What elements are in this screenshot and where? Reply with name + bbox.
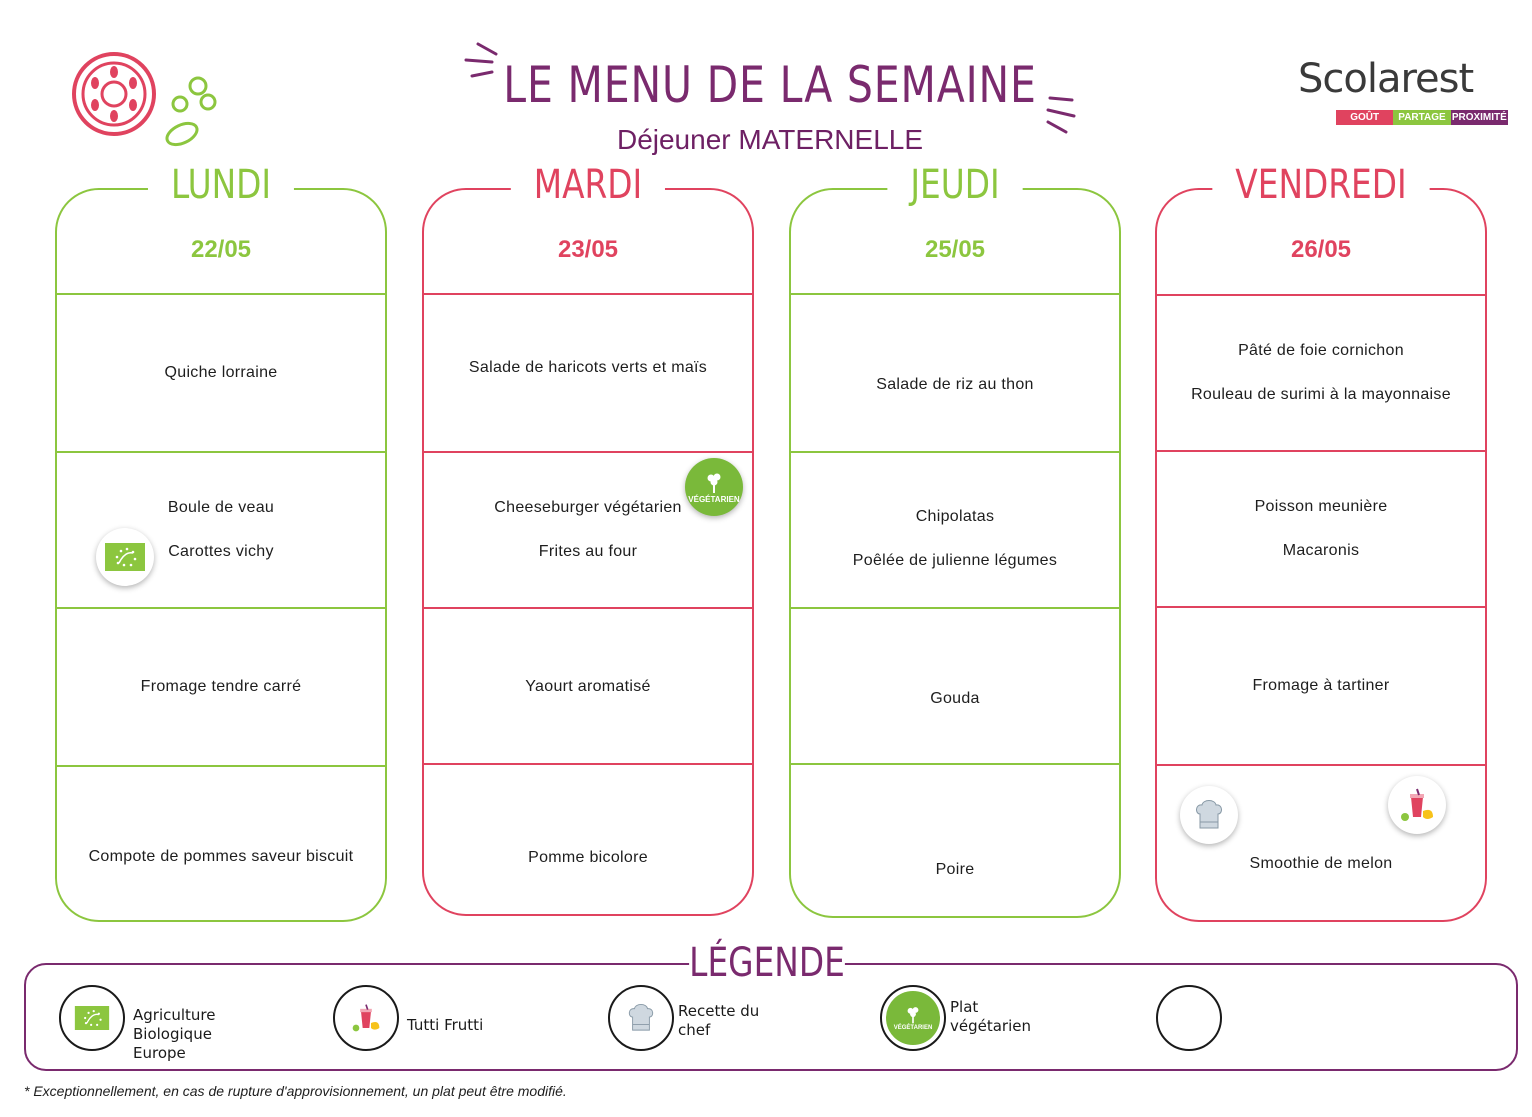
day-column-mardi: MARDI 23/05 Salade de haricots verts et … bbox=[422, 162, 754, 916]
dish: Fromage tendre carré bbox=[140, 678, 302, 695]
dish: Frites au four bbox=[538, 543, 638, 560]
course-starter: Salade de riz au thon bbox=[791, 295, 1119, 451]
chef-hat-icon bbox=[628, 1004, 654, 1031]
page-subtitle: Déjeuner MATERNELLE bbox=[616, 124, 924, 155]
course-main: Chipolatas Poêlée de julienne légumes bbox=[791, 453, 1119, 607]
dish: Chipolatas bbox=[915, 508, 995, 525]
course-main: Poisson meunière Macaronis bbox=[1157, 452, 1485, 606]
course-dessert: Compote de pommes saveur biscuit bbox=[57, 767, 385, 947]
organic-badge bbox=[96, 528, 154, 586]
vegetarian-badge-label: VÉGÉTARIEN bbox=[688, 494, 740, 504]
legend-vegetarian-icon: VÉGÉTARIEN bbox=[880, 985, 946, 1051]
legend-vegetarian-label: Plat végétarien bbox=[950, 998, 1031, 1035]
tutti-frutti-badge bbox=[1388, 776, 1446, 834]
day-name: LUNDI bbox=[147, 162, 295, 208]
dish: Quiche lorraine bbox=[164, 364, 278, 381]
dish: Pomme bicolore bbox=[528, 849, 648, 866]
legend-tutti-frutti-icon bbox=[333, 985, 399, 1051]
tagline-proximity: PROXIMITÉ bbox=[1450, 110, 1508, 125]
dish: Rouleau de surimi à la mayonnaise bbox=[1191, 386, 1451, 403]
course-main: Cheeseburger végétarien Frites au four bbox=[424, 453, 752, 607]
course-cheese: Gouda bbox=[791, 609, 1119, 765]
course-starter: Quiche lorraine bbox=[57, 295, 385, 451]
course-dairy: Yaourt aromatisé bbox=[424, 609, 752, 765]
dish: Boule de veau bbox=[167, 499, 275, 516]
organic-leaf-icon bbox=[105, 543, 145, 571]
title-accent-right bbox=[1046, 96, 1076, 134]
legend-organic-icon bbox=[59, 985, 125, 1051]
tomato-slice-icon bbox=[72, 52, 217, 147]
course-starter: Salade de haricots verts et maïs bbox=[424, 295, 752, 451]
page-title: LE MENU DE LA SEMAINE bbox=[503, 56, 1037, 114]
legend-chef-label: Recette du chef bbox=[678, 1002, 760, 1039]
course-cheese: Fromage à tartiner bbox=[1157, 608, 1485, 764]
course-starter: Pâté de foie cornichon Rouleau de surimi… bbox=[1157, 296, 1485, 450]
chef-hat-icon bbox=[1196, 800, 1222, 829]
dish: Poire bbox=[935, 861, 975, 878]
day-date: 23/05 bbox=[557, 236, 619, 263]
day-date: 26/05 bbox=[1290, 236, 1352, 263]
footnote: * Exceptionnellement, en cas de rupture … bbox=[24, 1083, 567, 1099]
dish: Gouda bbox=[930, 690, 980, 707]
day-name: MARDI bbox=[510, 162, 666, 208]
dish: Smoothie de melon bbox=[1249, 855, 1393, 872]
day-name: JEUDI bbox=[887, 162, 1023, 208]
dish: Carottes vichy bbox=[168, 543, 274, 560]
title-accent-left bbox=[464, 42, 498, 78]
vegetarian-icon bbox=[707, 473, 721, 493]
vegetarian-icon bbox=[907, 1007, 919, 1024]
tagline-sharing: PARTAGE bbox=[1393, 110, 1451, 125]
dish: Fromage à tartiner bbox=[1252, 677, 1390, 694]
dish: Cheeseburger végétarien bbox=[494, 499, 682, 516]
course-cheese: Fromage tendre carré bbox=[57, 609, 385, 765]
tutti-frutti-icon bbox=[1401, 788, 1433, 821]
vegetarian-badge: VÉGÉTARIEN bbox=[685, 458, 743, 516]
day-name: VENDREDI bbox=[1212, 162, 1430, 208]
dish: Salade de riz au thon bbox=[876, 376, 1034, 393]
dish: Poêlée de julienne légumes bbox=[852, 552, 1058, 569]
legend-tutti-frutti-label: Tutti Frutti bbox=[407, 1016, 484, 1034]
dish: Compote de pommes saveur biscuit bbox=[88, 848, 354, 865]
course-dessert: Pomme bicolore bbox=[424, 765, 752, 951]
day-date: 22/05 bbox=[190, 236, 252, 263]
legend-empty-icon bbox=[1156, 985, 1222, 1051]
brand-tagline: GOÛT PARTAGE PROXIMITÉ bbox=[1336, 110, 1508, 125]
legend-chef-icon bbox=[608, 985, 674, 1051]
legend-title: LÉGENDE bbox=[689, 940, 845, 986]
course-dessert: Poire bbox=[791, 765, 1119, 945]
dish: Salade de haricots verts et maïs bbox=[468, 359, 708, 376]
dish: Poisson meunière bbox=[1254, 498, 1388, 515]
dish: Yaourt aromatisé bbox=[525, 678, 651, 695]
legend-organic-label: Agriculture Biologique Europe bbox=[133, 1006, 216, 1062]
day-column-jeudi: JEUDI 25/05 Salade de riz au thon Chipol… bbox=[789, 162, 1121, 918]
tutti-frutti-icon bbox=[352, 1004, 380, 1032]
course-main: Boule de veau Carottes vichy bbox=[57, 453, 385, 607]
vegetarian-icon-label: VÉGÉTARIEN bbox=[893, 1025, 933, 1031]
tagline-taste: GOÛT bbox=[1336, 110, 1394, 125]
brand-logo: Scolarest bbox=[1298, 56, 1474, 102]
chef-badge bbox=[1180, 786, 1238, 844]
organic-leaf-icon bbox=[74, 1006, 110, 1030]
day-date: 25/05 bbox=[924, 236, 986, 263]
course-dessert: Smoothie de melon bbox=[1157, 766, 1485, 946]
dish: Macaronis bbox=[1282, 542, 1360, 559]
dish: Pâté de foie cornichon bbox=[1238, 342, 1404, 359]
